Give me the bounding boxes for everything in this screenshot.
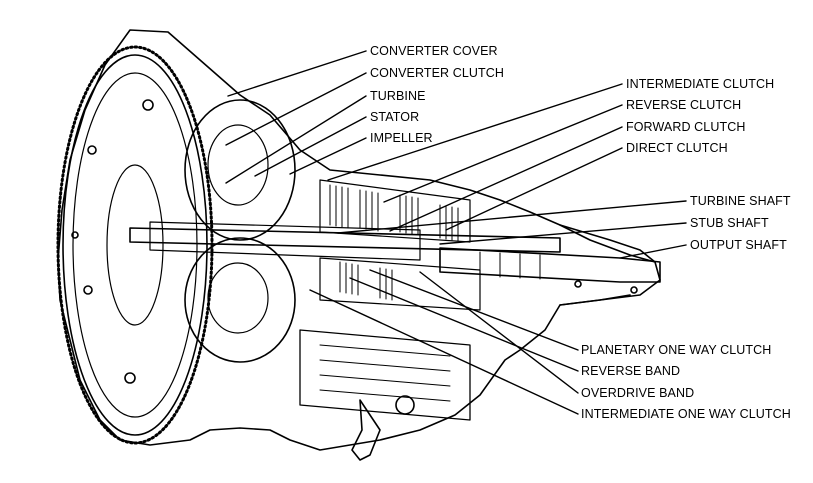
leader-intermediate-one-way-clutch [309,289,579,415]
leader-reverse-clutch [383,104,623,203]
label-converter-clutch: CONVERTER CLUTCH [370,66,505,80]
label-reverse-clutch: REVERSE CLUTCH [626,98,742,112]
leader-converter-cover [227,50,367,97]
valve-body [299,329,471,421]
leader-direct-clutch [445,147,623,231]
leader-reverse-band [349,277,579,372]
label-turbine-shaft: TURBINE SHAFT [690,194,791,208]
leader-overdrive-band [419,271,579,394]
leader-stub-shaft [439,222,687,245]
label-reverse-band: REVERSE BAND [581,364,681,378]
bell-housing [57,29,661,451]
label-intermediate-clutch: INTERMEDIATE CLUTCH [626,77,775,91]
label-intermediate-one-way-clutch: INTERMEDIATE ONE WAY CLUTCH [581,407,791,421]
label-impeller: IMPELLER [370,131,433,145]
label-forward-clutch: FORWARD CLUTCH [626,120,746,134]
selector-linkage [351,399,381,461]
leader-planetary-one-way-clutch [369,269,579,351]
label-output-shaft: OUTPUT SHAFT [690,238,787,252]
label-converter-cover: CONVERTER COVER [370,44,498,58]
label-planetary-one-way-clutch: PLANETARY ONE WAY CLUTCH [581,343,772,357]
leader-turbine-shaft [337,200,687,234]
label-overdrive-band: OVERDRIVE BAND [581,386,695,400]
leader-output-shaft [619,244,687,259]
extension-housing [559,224,656,306]
leader-forward-clutch [389,126,623,232]
leader-stator [254,116,367,177]
label-stub-shaft: STUB SHAFT [690,216,769,230]
flex-plate [62,54,208,436]
label-direct-clutch: DIRECT CLUTCH [626,141,728,155]
torque-converter [184,99,296,241]
label-turbine: TURBINE [370,89,426,103]
leader-intermediate-clutch [327,83,623,181]
turbine-shaft-drawing [129,227,561,253]
leader-impeller [289,137,367,175]
leader-converter-clutch [225,72,367,146]
leader-turbine [225,95,367,184]
label-stator: STATOR [370,110,420,124]
